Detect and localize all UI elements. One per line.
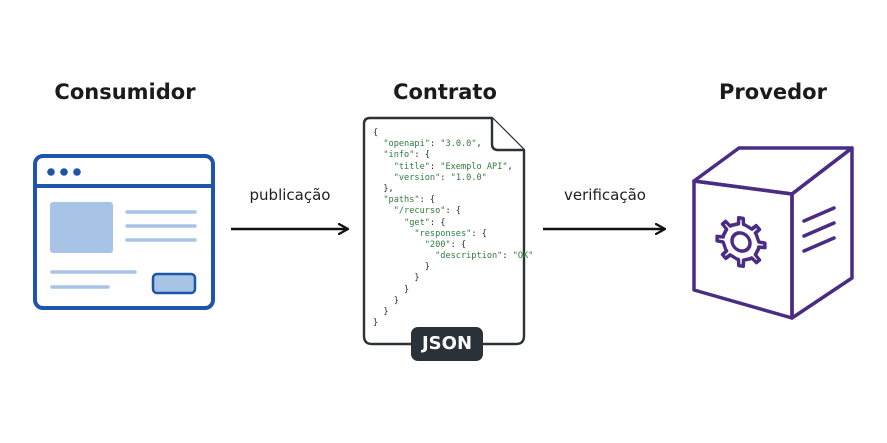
code-token: : xyxy=(429,139,441,150)
code-token: "version" xyxy=(393,172,441,183)
code-token: "/recurso" xyxy=(393,206,446,217)
code-token xyxy=(373,218,404,228)
code-token: , xyxy=(476,139,482,150)
code-token: "openapi" xyxy=(383,139,430,150)
code-token: "responses" xyxy=(414,228,472,239)
code-line: } xyxy=(373,296,533,307)
code-token: } xyxy=(373,307,389,317)
consumer-title: Consumidor xyxy=(54,80,196,104)
code-line: } xyxy=(373,285,533,296)
code-token xyxy=(373,139,383,149)
code-line: } xyxy=(373,273,533,284)
code-token: "description" xyxy=(435,251,503,262)
code-token: : { xyxy=(429,217,446,228)
publication-label: publicação xyxy=(249,186,331,204)
code-token: , xyxy=(507,161,513,172)
code-token: : xyxy=(429,161,441,172)
code-token: : { xyxy=(419,195,436,206)
gear-outline xyxy=(715,216,767,268)
code-token: }, xyxy=(373,183,394,194)
code-line: }, xyxy=(373,184,533,195)
code-token: } xyxy=(373,262,430,273)
code-token: : xyxy=(440,172,451,183)
code-token: "OK" xyxy=(512,251,534,262)
code-token: "3.0.0" xyxy=(440,139,477,150)
code-token xyxy=(373,150,383,160)
code-token: : xyxy=(502,251,513,262)
code-token xyxy=(373,251,435,261)
code-token xyxy=(373,206,394,216)
code-token xyxy=(373,195,383,205)
code-token: : { xyxy=(445,206,461,217)
openapi-code-block: { "openapi": "3.0.0", "info": { "title":… xyxy=(373,128,533,329)
cube-gear-icon xyxy=(692,146,854,320)
code-line: "get": { xyxy=(373,218,533,229)
verification-label: verificação xyxy=(564,186,646,204)
code-token: "info" xyxy=(383,150,415,161)
code-token: } xyxy=(373,273,420,284)
code-token: } xyxy=(373,295,399,306)
code-token: "Exemplo API" xyxy=(440,161,508,172)
code-token: "200" xyxy=(424,239,451,250)
code-line: "openapi": "3.0.0", xyxy=(373,139,533,150)
code-token: { xyxy=(373,128,379,138)
contract-title: Contrato xyxy=(393,80,497,104)
code-token: "paths" xyxy=(383,195,420,206)
gear-hole xyxy=(730,231,752,253)
gear-icon xyxy=(715,216,767,268)
code-token xyxy=(373,173,394,183)
code-token: : { xyxy=(450,239,467,250)
code-token xyxy=(373,229,414,239)
code-token xyxy=(373,240,425,250)
code-token: } xyxy=(373,318,379,329)
provider-title: Provedor xyxy=(719,80,827,104)
code-line: "info": { xyxy=(373,150,533,161)
code-line: } xyxy=(373,318,533,329)
code-token: : { xyxy=(471,228,487,239)
code-token: "title" xyxy=(393,161,430,172)
code-line: "title": "Exemplo API", xyxy=(373,162,533,173)
code-token: "get" xyxy=(404,217,430,228)
code-token: } xyxy=(373,284,410,295)
code-token: : { xyxy=(414,150,430,161)
code-line: "/recurso": { xyxy=(373,206,533,217)
code-token: "1.0.0" xyxy=(450,172,487,183)
code-line: "200": { xyxy=(373,240,533,251)
code-line: "version": "1.0.0" xyxy=(373,173,533,184)
code-line: } xyxy=(373,262,533,273)
browser-window-icon xyxy=(33,154,215,310)
code-token xyxy=(373,162,394,172)
code-line: "paths": { xyxy=(373,195,533,206)
code-line: { xyxy=(373,128,533,139)
code-line: "description": "OK" xyxy=(373,251,533,262)
json-format-badge: JSON xyxy=(411,327,483,361)
document-icon xyxy=(362,116,526,346)
code-line: } xyxy=(373,307,533,318)
code-line: "responses": { xyxy=(373,229,533,240)
